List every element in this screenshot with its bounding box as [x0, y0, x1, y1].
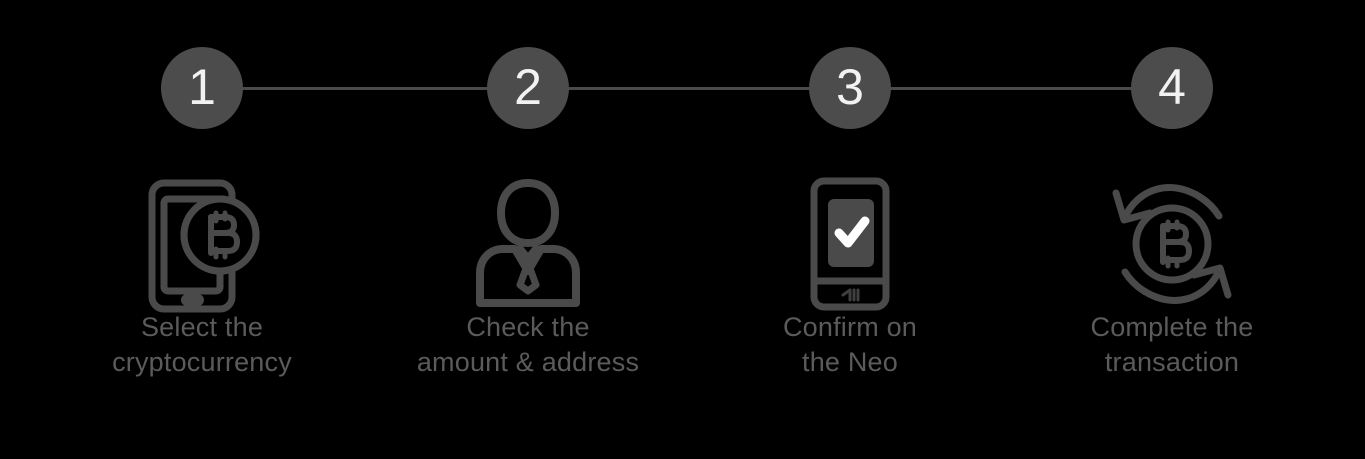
step-circle-1[interactable]: 1 — [161, 47, 243, 129]
step-number-1: 1 — [188, 59, 216, 115]
person-user-icon — [378, 175, 678, 310]
step-caption-3: Confirm on the Neo — [782, 312, 918, 377]
connector-line-1-2 — [240, 87, 490, 90]
step-circle-3[interactable]: 3 — [809, 47, 891, 129]
step-circle-2[interactable]: 2 — [487, 47, 569, 129]
step-number-4: 4 — [1158, 59, 1186, 115]
hardware-wallet-checkmark-icon — [700, 175, 1000, 310]
step-circle-4[interactable]: 4 — [1131, 47, 1213, 129]
step-caption-1: Select the cryptocurrency — [112, 312, 292, 377]
step-details-row: Select the cryptocurrency Check the amou… — [0, 175, 1365, 415]
phone-bitcoin-icon — [52, 175, 352, 312]
step-item-4: Complete the transaction — [1022, 175, 1322, 380]
step-number-2: 2 — [514, 59, 542, 115]
step-caption-4: Complete the transaction — [1090, 312, 1254, 377]
step-progress-bar: 1 2 3 4 — [0, 0, 1365, 180]
step-item-1: Select the cryptocurrency — [52, 175, 352, 380]
step-item-2: Check the amount & address — [378, 175, 678, 380]
bitcoin-refresh-arrows-icon — [1022, 175, 1322, 310]
step-caption-2: Check the amount & address — [416, 312, 640, 377]
step-number-3: 3 — [836, 59, 864, 115]
connector-line-3-4 — [886, 87, 1136, 90]
step-item-3: Confirm on the Neo — [700, 175, 1000, 380]
connector-line-2-3 — [563, 87, 813, 90]
